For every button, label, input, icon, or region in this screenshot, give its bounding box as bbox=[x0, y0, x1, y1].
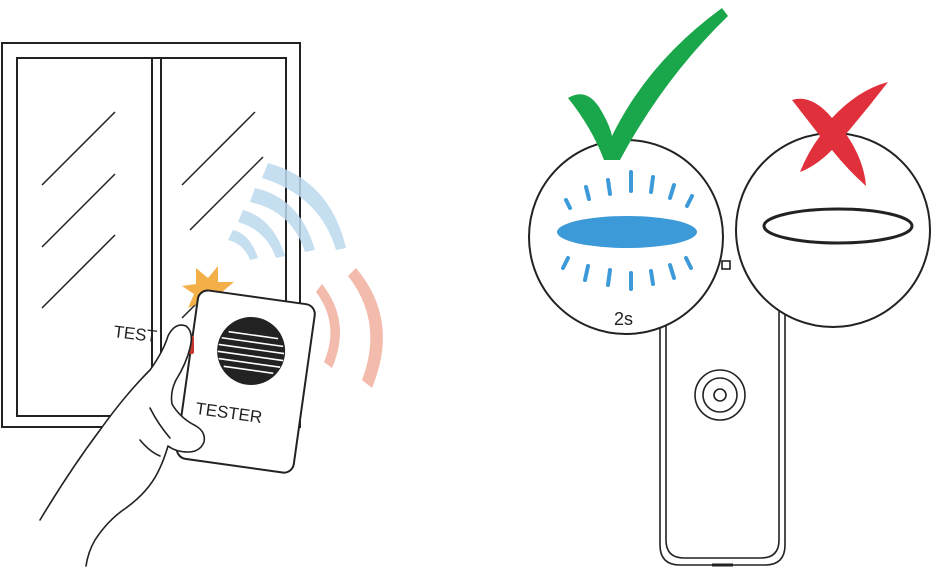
test-label: TEST bbox=[113, 322, 158, 346]
led-flashing-magnifier: 2s bbox=[528, 139, 724, 335]
detector-device-icon bbox=[659, 260, 786, 567]
signal-waves-blue bbox=[228, 163, 346, 260]
led-on-indicator bbox=[557, 216, 697, 248]
cross-mark-icon bbox=[792, 82, 888, 186]
check-mark-icon bbox=[568, 8, 728, 160]
tester-device-icon: TESTER bbox=[175, 289, 316, 474]
duration-label: 2s bbox=[614, 309, 633, 329]
led-off-magnifier bbox=[735, 132, 931, 328]
led-off-indicator bbox=[762, 207, 914, 245]
hand-icon bbox=[39, 324, 206, 567]
led-flash-rays bbox=[561, 170, 694, 291]
